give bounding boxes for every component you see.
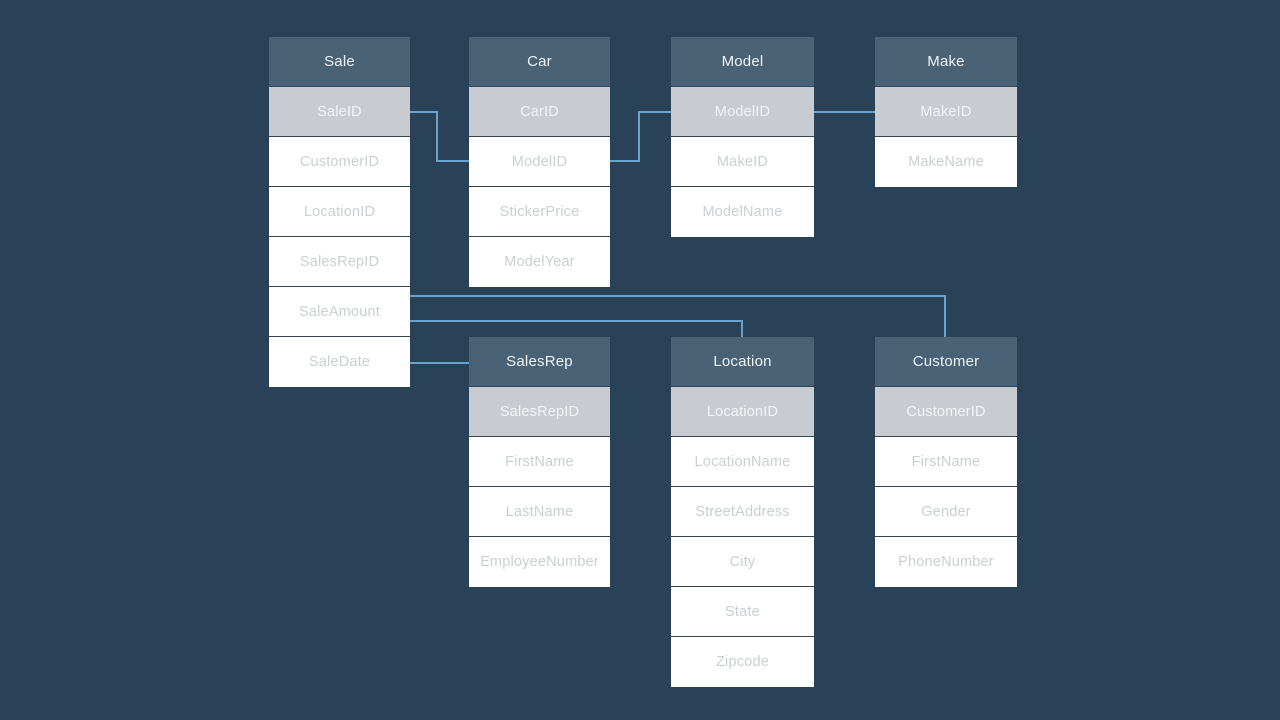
primary-key-field-customer-customerid[interactable]: CustomerID <box>875 387 1017 437</box>
field-location-locationname[interactable]: LocationName <box>671 437 814 487</box>
field-sale-customerid[interactable]: CustomerID <box>269 137 410 187</box>
field-customer-phonenumber[interactable]: PhoneNumber <box>875 537 1017 587</box>
entity-title-location: Location <box>671 337 814 387</box>
field-sale-salesrepid[interactable]: SalesRepID <box>269 237 410 287</box>
entity-title-model: Model <box>671 37 814 87</box>
connector-sale-car <box>409 111 470 162</box>
field-sale-locationid[interactable]: LocationID <box>269 187 410 237</box>
primary-key-field-model-modelid[interactable]: ModelID <box>671 87 814 137</box>
entity-title-sale: Sale <box>269 37 410 87</box>
field-location-streetaddress[interactable]: StreetAddress <box>671 487 814 537</box>
primary-key-field-salesrep-salesrepid[interactable]: SalesRepID <box>469 387 610 437</box>
field-customer-gender[interactable]: Gender <box>875 487 1017 537</box>
field-location-city[interactable]: City <box>671 537 814 587</box>
field-model-makeid[interactable]: MakeID <box>671 137 814 187</box>
connector-sale-location <box>409 320 743 338</box>
field-location-state[interactable]: State <box>671 587 814 637</box>
connector-sale-customer <box>409 295 946 338</box>
primary-key-field-location-locationid[interactable]: LocationID <box>671 387 814 437</box>
field-sale-saleamount[interactable]: SaleAmount <box>269 287 410 337</box>
connector-car-model <box>609 111 672 162</box>
primary-key-field-car-carid[interactable]: CarID <box>469 87 610 137</box>
primary-key-field-make-makeid[interactable]: MakeID <box>875 87 1017 137</box>
field-car-modelyear[interactable]: ModelYear <box>469 237 610 287</box>
field-car-stickerprice[interactable]: StickerPrice <box>469 187 610 237</box>
field-salesrep-employeenumber[interactable]: EmployeeNumber <box>469 537 610 587</box>
entity-title-customer: Customer <box>875 337 1017 387</box>
field-salesrep-firstname[interactable]: FirstName <box>469 437 610 487</box>
field-sale-saledate[interactable]: SaleDate <box>269 337 410 387</box>
field-location-zipcode[interactable]: Zipcode <box>671 637 814 687</box>
primary-key-field-sale-saleid[interactable]: SaleID <box>269 87 410 137</box>
field-model-modelname[interactable]: ModelName <box>671 187 814 237</box>
entity-title-car: Car <box>469 37 610 87</box>
field-make-makename[interactable]: MakeName <box>875 137 1017 187</box>
entity-title-make: Make <box>875 37 1017 87</box>
field-salesrep-lastname[interactable]: LastName <box>469 487 610 537</box>
field-customer-firstname[interactable]: FirstName <box>875 437 1017 487</box>
entity-title-salesrep: SalesRep <box>469 337 610 387</box>
field-car-modelid[interactable]: ModelID <box>469 137 610 187</box>
